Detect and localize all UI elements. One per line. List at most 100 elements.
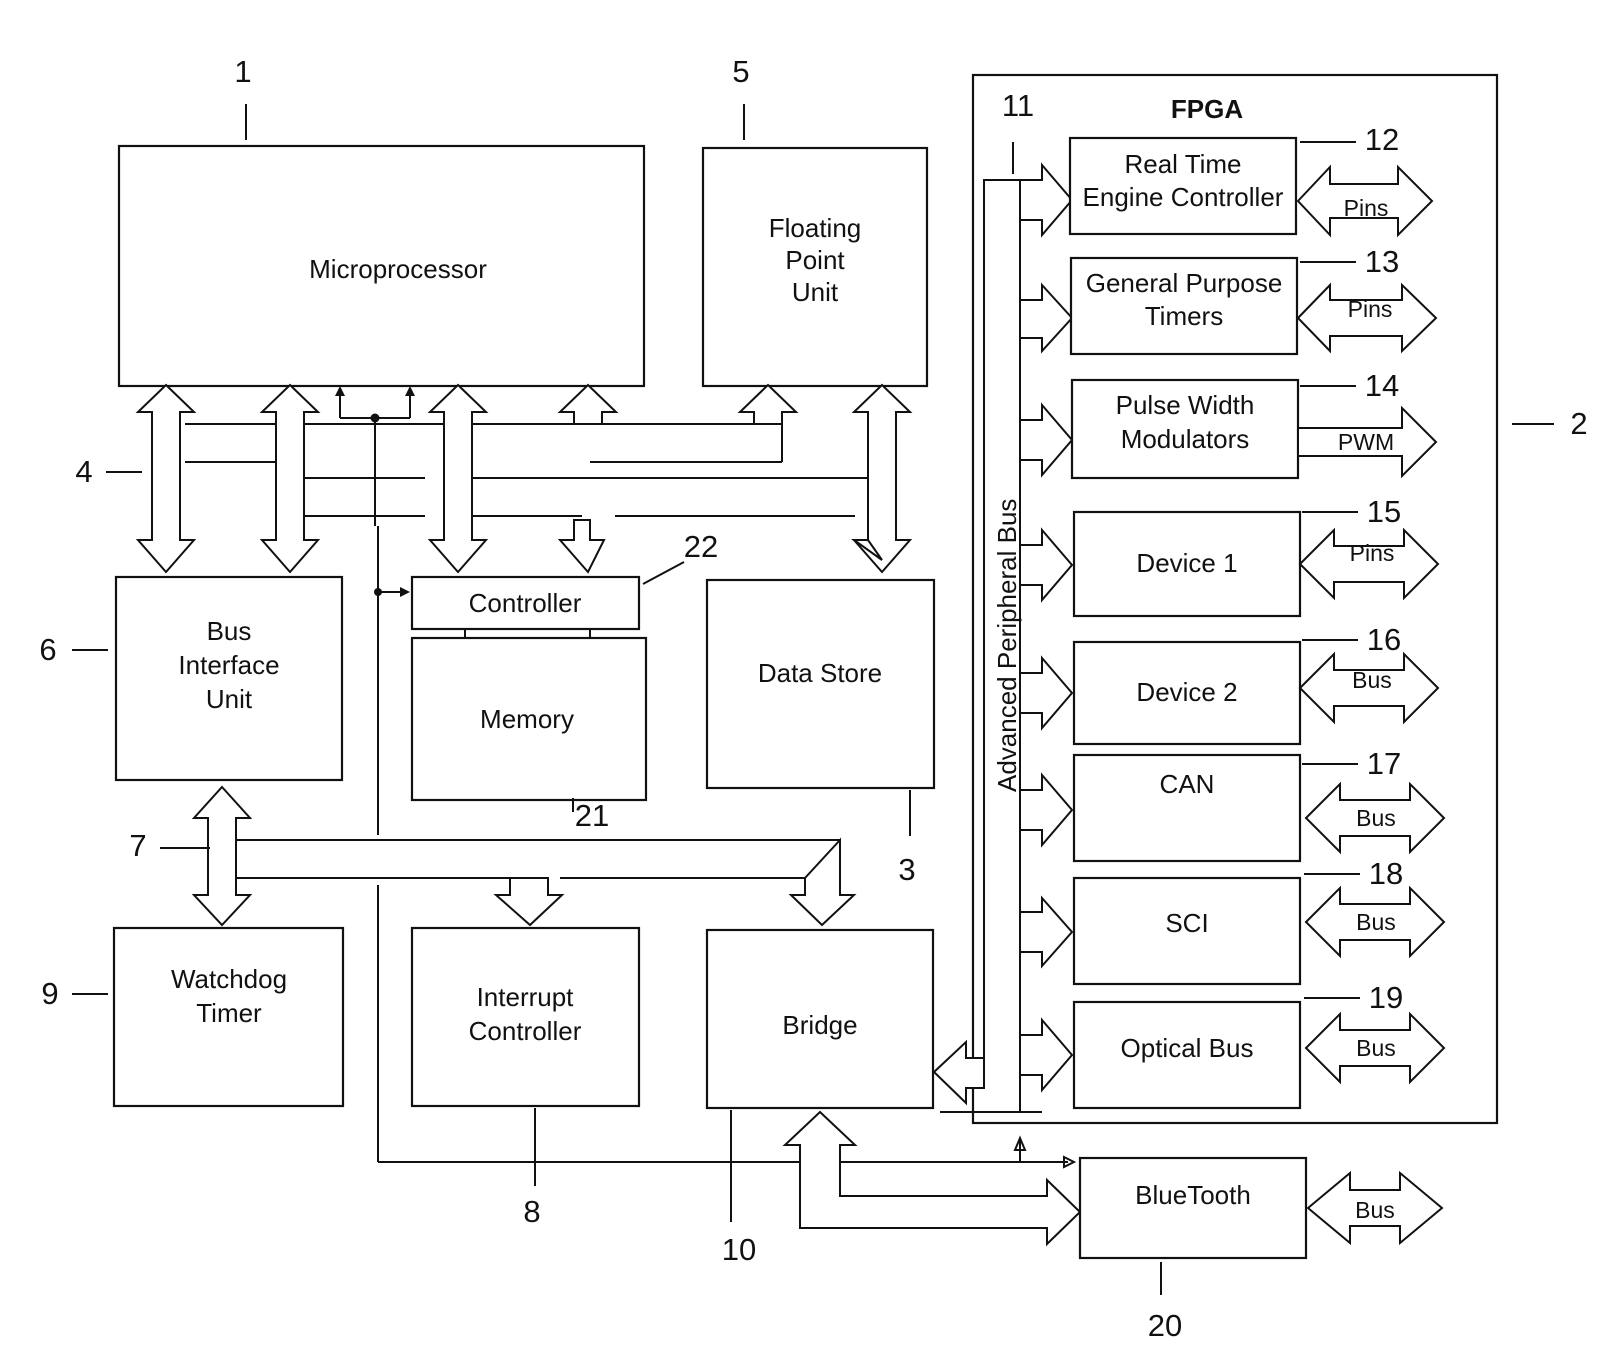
ref-16: 16 [1367,622,1401,657]
ref-5: 5 [732,54,749,89]
apb-arrow-sci [1019,895,1074,969]
pwm-port-arrow [1297,405,1438,479]
ref-12: 12 [1365,122,1399,157]
gpt-label-line2: Timers [1145,301,1223,331]
ref-18: 18 [1369,856,1403,891]
watchdog-label-line1: Watchdog [171,964,287,994]
controller-label: Controller [469,588,582,618]
dev2-port-label: Bus [1352,667,1392,693]
apb-arrow-pwm [1019,402,1074,478]
dev2-port-arrow [1298,651,1440,725]
optical-port-arrow [1304,1011,1446,1085]
dev1-port-arrow [1298,527,1440,601]
optical-port-label: Bus [1356,1035,1396,1061]
fpu-datastore-bus-arrow [851,383,913,574]
interrupt-label-line1: Interrupt [477,982,575,1012]
bridge-apb-arrow [932,1039,985,1106]
ref-9: 9 [41,976,58,1011]
ref-11: 11 [1002,88,1034,123]
fpu-label-line2: Point [785,245,845,275]
biu-label-line1: Bus [207,616,252,646]
apb-arrow-dev2 [1019,655,1074,731]
fpu-label-line3: Unit [792,277,839,307]
ref-22: 22 [684,529,718,564]
interrupt-bus-arrow [493,877,565,927]
can-port-arrow [1304,781,1446,855]
datastore-join [850,539,883,561]
apb-arrow-gpt [1019,282,1074,354]
bridge-label: Bridge [782,1010,857,1040]
device1-block [1072,510,1302,618]
ref-14: 14 [1365,368,1399,403]
interrupt-controller-block [410,926,641,1108]
bluetooth-port-label: Bus [1355,1197,1395,1223]
watchdog-label-line2: Timer [196,998,262,1028]
ref-17: 17 [1367,746,1401,781]
rtec-block [1068,136,1298,236]
bus-connector-arrows [135,383,913,574]
mp-right-bus-arrow [557,383,619,425]
fpga-title: FPGA [1171,94,1243,124]
can-block [1072,753,1302,863]
bluetooth-port-arrow [1306,1170,1444,1246]
optical-bus-block [1072,1000,1302,1110]
bridge-bluetooth-bus-arrow [782,1110,1082,1247]
pwm-port-label: PWM [1338,429,1394,455]
device2-label: Device 2 [1136,677,1237,707]
controller-right-bus-arrow [557,519,606,574]
interrupt-label-line2: Controller [469,1016,582,1046]
ref-3: 3 [898,852,915,887]
bottom-signal-loop [377,885,1077,1169]
peripheral-bus [191,785,857,927]
ref-13: 13 [1365,244,1399,279]
ref-1: 1 [234,54,251,89]
ref-7: 7 [129,828,146,863]
memory-block [410,636,648,802]
controller-left-bus-arrow [427,383,489,574]
apb-arrow-rtec [1019,162,1074,238]
bus-interface-unit-block [114,575,344,782]
bridge-block [705,928,935,1110]
ref-2: 2 [1570,406,1587,441]
device1-label: Device 1 [1136,548,1237,578]
gpt-block [1069,256,1299,356]
apb-arrow-can [1019,772,1074,848]
biu-label-line2: Interface [178,650,279,680]
rtec-label-line1: Real Time [1124,149,1241,179]
data-store-label: Data Store [758,658,882,688]
fpu-left-bus-arrow [737,383,799,425]
pwm-block [1070,378,1300,480]
junction-signals [335,386,415,835]
optical-bus-label: Optical Bus [1121,1033,1254,1063]
ref-15: 15 [1367,494,1401,529]
biu-watchdog-bus-arrow [191,785,253,927]
biu-label-line3: Unit [206,684,253,714]
memory-label: Memory [480,704,574,734]
data-store-block [705,578,936,790]
ref-4: 4 [75,454,92,489]
microprocessor-block [117,144,646,388]
watchdog-timer-block [112,926,345,1108]
bluetooth-block [1078,1156,1308,1260]
biu-right-bus-arrow [259,383,321,574]
sci-block [1072,876,1302,986]
advanced-peripheral-bus [932,162,1074,1113]
apb-arrow-dev1 [1019,527,1074,603]
ref-21: 21 [575,798,609,833]
gpt-label-line1: General Purpose [1086,268,1283,298]
device2-block [1072,640,1302,746]
rtec-port-arrow [1296,164,1434,238]
sci-label: SCI [1165,908,1208,938]
fpu-block [701,146,929,388]
dev1-port-label: Pins [1350,540,1395,566]
sci-port-arrow [1304,885,1446,959]
fpu-label-line1: Floating [769,213,862,243]
bluetooth-label: BlueTooth [1135,1180,1251,1210]
pwm-label-line2: Modulators [1121,424,1250,454]
apb-arrow-optical [1019,1017,1074,1093]
gpt-port-arrow [1296,282,1438,354]
rtec-port-label: Pins [1344,195,1389,221]
microprocessor-label: Microprocessor [309,254,487,284]
ref-10: 10 [722,1232,756,1267]
